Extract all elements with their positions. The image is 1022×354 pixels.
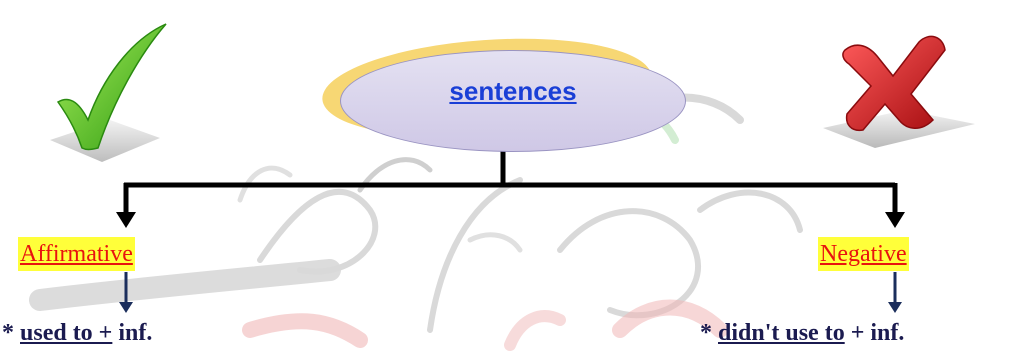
negative-rule: * didn't use to + inf. [700,318,904,348]
root-node: sentences [340,50,686,152]
rule-keyword[interactable]: didn't use to [718,320,845,346]
rule-keyword[interactable]: used to + [20,320,113,346]
left-arrow-head [116,212,136,228]
negative-label[interactable]: Negative [818,237,909,271]
root-label[interactable]: sentences [449,75,577,106]
rule-suffix: inf. [112,320,153,346]
checkmark-icon [50,23,167,162]
rule-bullet: * [2,320,20,346]
rule-suffix: + inf. [844,320,905,346]
affirmative-label[interactable]: Affirmative [18,237,135,271]
cross-icon [823,35,975,148]
affirmative-rule: * used to + inf. [2,318,152,348]
rule-bullet: * [700,320,718,346]
right-arrow-head [885,212,905,228]
